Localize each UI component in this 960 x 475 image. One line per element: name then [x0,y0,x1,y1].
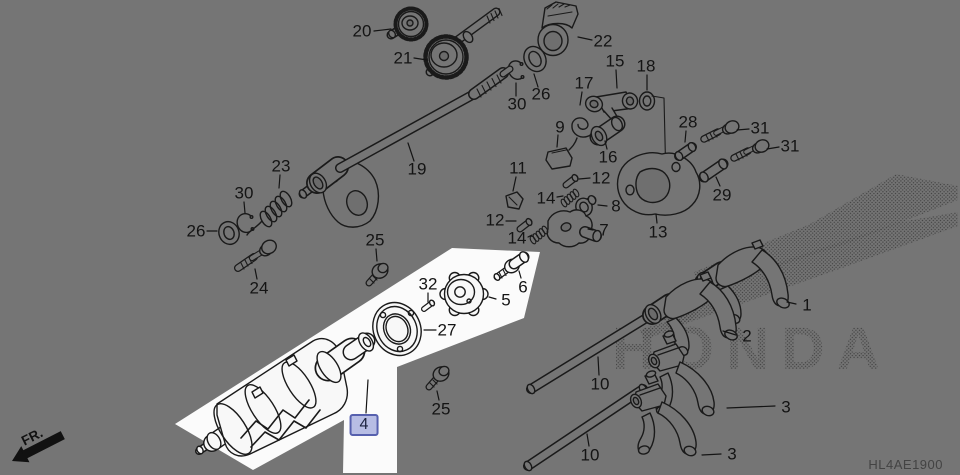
part-4-shift-drum [195,332,376,457]
part-17-spiral-spring [568,117,596,151]
callout-11[interactable]: 11 [509,158,527,178]
part-19-spindle [298,65,514,228]
callout-7[interactable]: 7 [599,220,609,240]
part-26-washer-top [523,45,547,73]
callout-22[interactable]: 22 [593,31,613,51]
callout-10[interactable]: 10 [590,374,610,394]
callout-19[interactable]: 19 [407,159,427,179]
callout-24[interactable]: 24 [249,278,269,298]
callout-1[interactable]: 1 [802,295,812,315]
honda-watermark-text: HONDA [612,315,892,382]
callout-23[interactable]: 23 [271,156,291,176]
callout-13[interactable]: 13 [648,222,668,242]
part-14-spring-left [529,225,549,245]
callout-26[interactable]: 26 [186,221,206,241]
callout-9[interactable]: 9 [555,117,565,137]
part-22-shift-arm [537,1,579,57]
callout-32[interactable]: 32 [418,274,438,294]
part-30-snap-ring-left [236,212,255,234]
callout-12[interactable]: 12 [485,210,505,230]
callout-16[interactable]: 16 [598,147,618,167]
part-25-bolt-upper [365,262,389,287]
callout-21[interactable]: 21 [393,48,413,68]
callout-18[interactable]: 18 [636,56,656,76]
callout-27[interactable]: 27 [437,320,457,340]
part-5-star-cam [439,271,489,317]
callout-2[interactable]: 2 [742,326,752,346]
callout-3[interactable]: 3 [727,444,737,464]
callout-8[interactable]: 8 [611,196,621,216]
part-23-spring [246,190,293,236]
callout-3[interactable]: 3 [781,397,791,417]
part-12-pin-right [562,173,579,189]
callout-10[interactable]: 10 [580,445,600,465]
part-26-washer-left [218,220,240,246]
callout-31[interactable]: 31 [750,118,770,138]
part-11-wedge [505,191,524,210]
callout-5[interactable]: 5 [501,290,511,310]
callout-31[interactable]: 31 [780,136,800,156]
callout-29[interactable]: 29 [712,185,732,205]
callout-14[interactable]: 14 [507,228,527,248]
callout-26[interactable]: 26 [531,84,551,104]
leader-lines [206,28,797,456]
callout-25[interactable]: 25 [431,399,451,419]
part-9-block [545,147,573,170]
callout-25[interactable]: 25 [365,230,385,250]
callout-30[interactable]: 30 [234,183,254,203]
part-13-plate [616,152,701,216]
part-29-collar [698,158,729,183]
part-31-bolt-lower [730,139,770,162]
part-20-gear [386,6,429,42]
part-12-pin-left [516,217,533,233]
callout-12[interactable]: 12 [591,168,611,188]
callout-30[interactable]: 30 [507,94,527,114]
part-31-bolt-upper [700,120,740,143]
part-27-bearing [372,301,422,357]
part-25-bolt-lower [425,365,450,391]
part-16-bushing [589,115,626,147]
callout-14[interactable]: 14 [536,188,556,208]
fr-direction-arrow: FR. [12,425,65,463]
callout-6[interactable]: 6 [518,277,528,297]
diagram-code: HL4AE1900 [868,457,943,472]
part-7-drum-center [546,209,602,248]
part-6-bolt [493,251,530,281]
part-28-collar [674,141,697,162]
callout-17[interactable]: 17 [574,73,594,93]
callout-28[interactable]: 28 [678,112,698,132]
part-15-link-arm [584,91,639,121]
part-21-gear-shaft [423,7,503,80]
callout-20[interactable]: 20 [352,21,372,41]
selected-part-callout[interactable]: 4 [349,414,379,436]
part-24-bolt [234,239,277,272]
callout-15[interactable]: 15 [605,51,625,71]
part-14-spring-right [560,188,580,208]
part-32-pin [421,299,436,312]
